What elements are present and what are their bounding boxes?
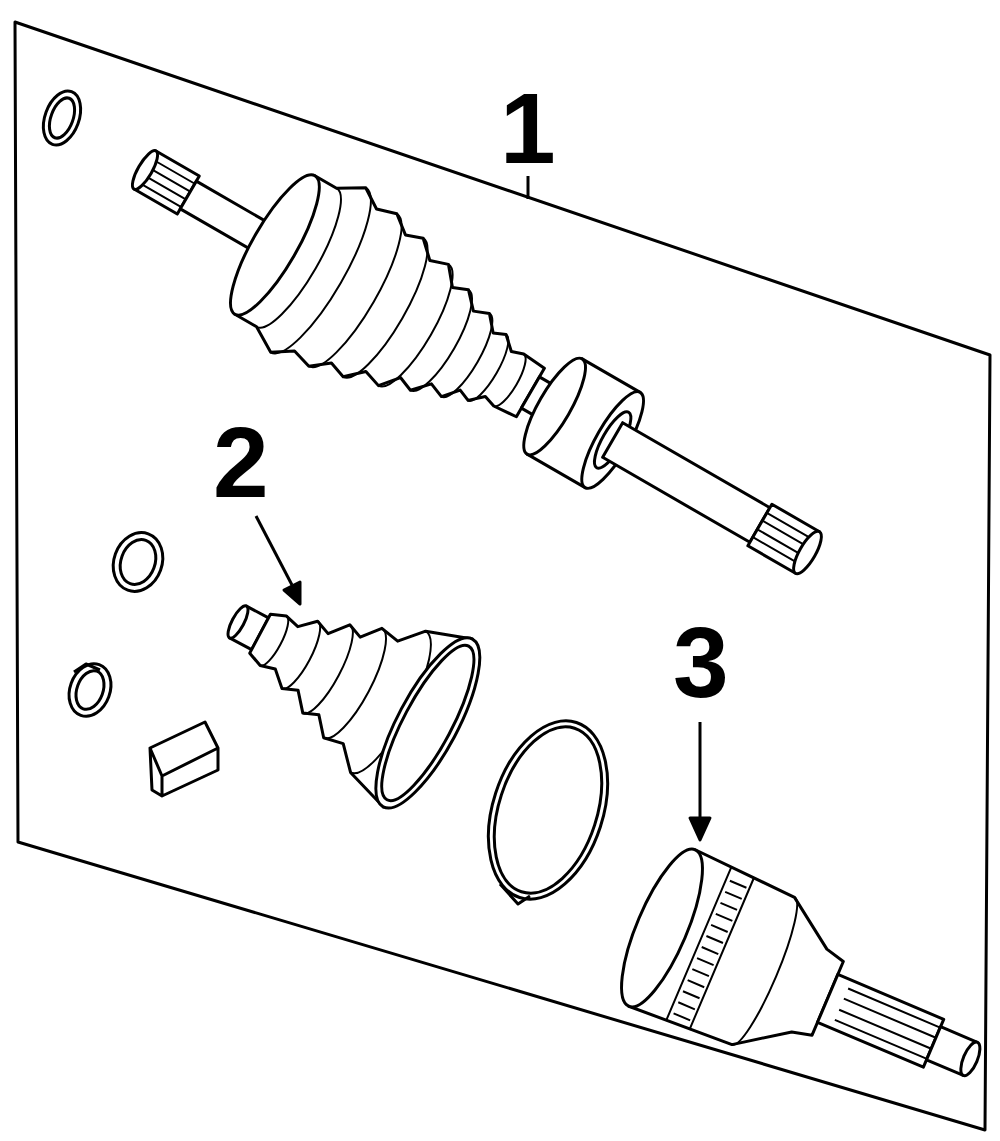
boot-end [216,165,334,326]
outer-cv-joint [606,840,1000,1140]
background-panel [15,22,990,1130]
shaft-end [957,1040,984,1079]
arrow-head [284,582,300,604]
boot-clamp [105,526,171,599]
callout-number: 3 [673,612,729,712]
arrow-head [690,818,710,840]
snap-ring-inner [44,95,79,142]
snap-ring [36,86,87,150]
callout-number: 1 [500,78,556,178]
boot-kit [188,535,499,821]
large-clamp-inner [475,713,621,907]
spline-lines [835,989,940,1059]
leader-line [256,516,292,585]
shaft [603,423,770,543]
parts-drawing [15,22,1000,1140]
housing-shoulder [732,897,807,1050]
boot-clamp-inner [71,667,109,713]
leader-line [527,176,530,199]
joint-face [606,840,718,1016]
clamp-tab [500,884,530,904]
callout-number: 2 [213,412,269,512]
large-clamp [467,706,628,915]
drive-axle [91,84,861,639]
shaft-end [789,528,827,578]
clamp-tab [74,664,100,672]
spacer-block [150,722,218,796]
seal-face [513,351,596,462]
tone-ring [674,881,747,1021]
boot-mouth [357,625,499,821]
boot-clamp-inner [114,535,162,590]
leader-line [699,722,702,822]
stub-shaft [818,974,944,1067]
housing-edge [666,866,755,1030]
shaft-end [128,147,162,192]
boot-clamp [62,658,118,722]
boot-mouth-inner [366,635,490,811]
boot-opening [224,603,251,640]
